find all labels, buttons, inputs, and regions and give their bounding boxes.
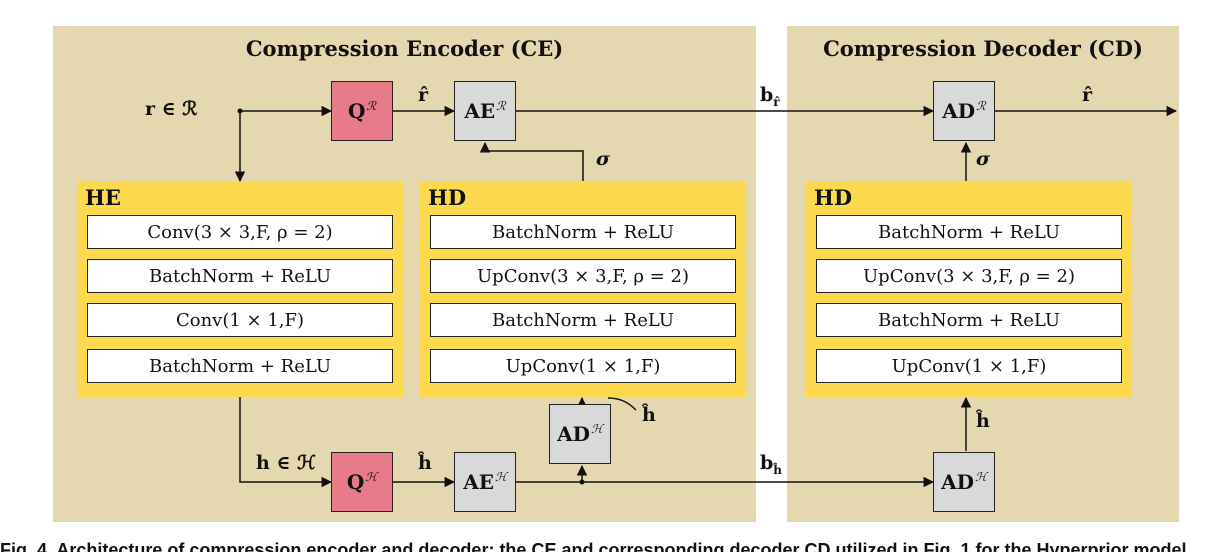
hd-dec-layer-2: UpConv(3 × 3,F, ρ = 2) [816, 259, 1122, 293]
ae-r-base: AE [464, 99, 496, 123]
he-title: HE [85, 185, 121, 210]
hd-title-decoder: HD [814, 185, 853, 210]
he-layer-4: BatchNorm + ReLU [87, 349, 393, 383]
quantizer-h-base: Q [346, 470, 365, 494]
ad-h-dec-base: AD [941, 470, 974, 494]
quantizer-h-sup: ℋ [365, 470, 378, 484]
hd-dec-layer-4: UpConv(1 × 1,F) [816, 349, 1122, 383]
hd-block-encoder: HD BatchNorm + ReLU UpConv(3 × 3,F, ρ = … [420, 181, 746, 397]
bitstream-r-base: b [760, 84, 774, 106]
hd-enc-layer-3: BatchNorm + ReLU [430, 303, 736, 337]
hd-enc-layer-4: UpConv(1 × 1,F) [430, 349, 736, 383]
ae-r-sup: ℛ [496, 99, 506, 113]
bitstream-h-base: b [760, 452, 774, 474]
quantizer-r-base: Q [348, 99, 366, 123]
sigma-encoder-label: σ [596, 148, 611, 170]
hd-dec-layer-3: BatchNorm + ReLU [816, 303, 1122, 337]
h-label: h ∈ ℋ [256, 452, 316, 474]
ae-h-sup: ℋ [494, 470, 507, 484]
h-hat-pointer-label: ĥ [642, 404, 656, 426]
he-layer-2: BatchNorm + ReLU [87, 259, 393, 293]
figure-caption: Fig. 4. Architecture of compression enco… [0, 540, 1192, 552]
encoder-title: Compression Encoder (CE) [245, 36, 564, 61]
he-layer-3: Conv(1 × 1,F) [87, 303, 393, 337]
bitstream-h-label: bĥ [760, 452, 782, 477]
bitstream-r-label: br̂ [760, 84, 780, 109]
r-hat-output-label: r̂ [1082, 84, 1093, 106]
he-layer-1: Conv(3 × 3,F, ρ = 2) [87, 215, 393, 249]
h-hat-label: ĥ [418, 452, 432, 474]
hd-dec-layer-1: BatchNorm + ReLU [816, 215, 1122, 249]
quantizer-r-sup: ℛ [366, 99, 376, 113]
r-hat-label: r̂ [418, 84, 429, 106]
he-block: HE Conv(3 × 3,F, ρ = 2) BatchNorm + ReLU… [77, 181, 403, 397]
ae-h-base: AE [463, 470, 494, 494]
ad-r-sup: ℛ [976, 99, 986, 113]
hd-title-encoder: HD [428, 185, 467, 210]
sigma-decoder-label: σ [976, 148, 991, 170]
ad-r-base: AD [942, 99, 976, 123]
ad-h-enc-base: AD [557, 422, 590, 446]
bitstream-h-sub: ĥ [773, 462, 783, 477]
input-r-label: r ∈ ℛ [145, 98, 198, 120]
h-hat-decoder-label: ĥ [976, 410, 990, 432]
ad-h-enc-sup: ℋ [591, 422, 603, 436]
ad-h-dec-sup: ℋ [975, 470, 987, 484]
bitstream-r-sub: r̂ [773, 94, 780, 109]
decoder-title: Compression Decoder (CD) [823, 36, 1143, 61]
hd-enc-layer-2: UpConv(3 × 3,F, ρ = 2) [430, 259, 736, 293]
hd-block-decoder: HD BatchNorm + ReLU UpConv(3 × 3,F, ρ = … [806, 181, 1132, 397]
hd-enc-layer-1: BatchNorm + ReLU [430, 215, 736, 249]
